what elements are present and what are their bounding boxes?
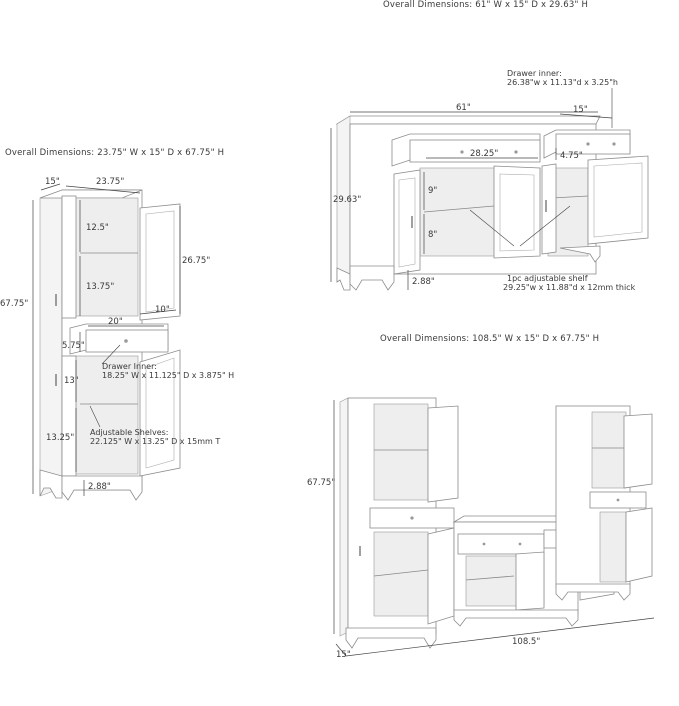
pantry-shelves-title: Adjustable Shelves:: [90, 428, 169, 437]
sideboard-shelf-leader-2: [519, 205, 571, 247]
set-depth-label: 15": [336, 650, 351, 660]
sideboard-right-drawer-front: [555, 133, 631, 155]
pantry-cabinet: Overall Dimensions: 23.75" W x 15" D x 6…: [0, 148, 234, 501]
set-middle-door: [515, 551, 545, 611]
sideboard-shelf-leader-1: [469, 209, 515, 247]
sideboard-left-drawer-front: [409, 139, 541, 163]
pantry-drawer-inner-title: Drawer Inner:: [102, 362, 157, 371]
sideboard-knob-icon: [460, 150, 464, 154]
set-knob-icon: [410, 516, 414, 520]
set-left-upper-door: [427, 405, 459, 503]
pantry-door-width-label: 10": [155, 305, 170, 315]
pantry-door-height-label: 26.75": [182, 256, 210, 266]
sideboard-door-3: [541, 163, 557, 255]
entertainment-set: Overall Dimensions: 108.5" W x 15" D x 6…: [307, 334, 655, 660]
pantry-upper-interior: [67, 197, 139, 317]
sideboard-knob-icon: [612, 142, 616, 146]
pantry-upper-shelf-label: 12.5": [86, 223, 109, 233]
set-left-lower-shelf: [373, 569, 429, 577]
sideboard-upper-label: 9": [428, 186, 437, 196]
pantry-drawer-height-label: 5.75": [62, 341, 85, 351]
sideboard-overall-dimensions: Overall Dimensions: 61" W x 15" D x 29.6…: [383, 0, 588, 10]
sideboard-knob-icon: [514, 150, 518, 154]
pantry-shelves-value: 22.125" W x 13.25" D x 15mm T: [90, 437, 220, 446]
sideboard-drawer-inner-title: Drawer inner:: [507, 69, 562, 78]
set-left-lower-interior: [373, 531, 429, 617]
pantry-upper-door-panel: [145, 210, 175, 313]
sideboard-base: [349, 265, 395, 291]
set-right-upper-door: [623, 413, 653, 489]
set-left-upper-interior: [373, 403, 429, 501]
sideboard-door-4: [587, 155, 649, 245]
set-width-line: [345, 617, 655, 657]
sideboard-foot-label: 2.88": [412, 277, 435, 287]
set-middle-shelf: [465, 575, 515, 581]
pantry-drawer-inner-leader: [101, 344, 121, 365]
sideboard-shelf-value: 29.25"w x 11.88"d x 12mm thick: [503, 283, 636, 292]
pantry-shelves-leader: [89, 405, 101, 428]
sideboard-height-label: 29.63": [333, 195, 361, 205]
set-width-label: 108.5": [512, 637, 540, 647]
set-knob-icon: [518, 542, 522, 546]
pantry-depth-label: 15": [45, 177, 60, 187]
sideboard-cabinet: 61" 15" 29.63" 28.25" 4.75" 9" 8" 2.88" …: [330, 69, 649, 292]
set-depth-line: [335, 643, 347, 657]
pantry-overall-dimensions: Overall Dimensions: 23.75" W x 15" D x 6…: [5, 148, 224, 158]
sideboard-door-2-panel: [499, 173, 535, 252]
pantry-height-label: 67.75": [0, 299, 28, 309]
pantry-lower-height-label: 13.25": [46, 433, 74, 443]
pantry-lower-gap-label: 13": [64, 376, 79, 386]
set-right-upper-interior: [591, 411, 627, 489]
pantry-lower-interior: [67, 355, 139, 475]
sideboard-door-4-panel: [593, 162, 643, 238]
pantry-lower-right-door: [139, 349, 181, 477]
set-knob-icon: [616, 498, 620, 502]
pantry-drawer-inner-value: 18.25" W x 11.125" D x 3.875" H: [102, 371, 234, 380]
set-right-base: [555, 583, 631, 601]
set-middle-base: [453, 609, 579, 627]
sideboard-drawer-inner-value: 26.38"w x 11.13"d x 3.25"h: [507, 78, 618, 87]
set-overall-dimensions: Overall Dimensions: 108.5" W x 15" D x 6…: [380, 334, 599, 344]
sideboard-door-1: [393, 169, 421, 275]
pantry-lower-door-panel: [145, 357, 175, 469]
pantry-base: [61, 475, 143, 501]
set-height-label: 67.75": [307, 478, 335, 488]
set-knob-icon: [482, 542, 486, 546]
set-right-lower-interior: [599, 511, 627, 583]
sideboard-top: [335, 115, 601, 125]
pantry-door-width-line: [139, 309, 177, 315]
pantry-upper-left-door: [61, 195, 77, 319]
sideboard-knob-icon: [586, 142, 590, 146]
set-middle-drawer-left: [457, 533, 545, 555]
sideboard-depth-label: 15": [573, 105, 588, 115]
sideboard-right-shelf: [551, 195, 589, 199]
set-left-lower-door: [427, 527, 455, 625]
pantry-foot-label: 2.88": [88, 482, 111, 492]
sideboard-lower-label: 8": [428, 230, 437, 240]
sideboard-door-2: [493, 165, 541, 259]
sideboard-depth-line: [559, 113, 613, 119]
pantry-depth-line: [40, 183, 61, 191]
sideboard-door-1-panel: [398, 177, 416, 268]
pantry-width-line: [65, 185, 141, 194]
sideboard-right-foot: [559, 245, 601, 263]
sideboard-shelf: [423, 205, 495, 213]
sideboard-drawer-height-label: 4.75": [560, 151, 583, 161]
sideboard-shelf-title: 1pc adjustable shelf: [507, 274, 588, 283]
sideboard-width-label: 61": [456, 103, 471, 113]
pantry-lower-left-door: [61, 355, 77, 477]
pantry-drawer-width-label: 20": [108, 317, 123, 327]
pantry-width-label: 23.75": [96, 177, 124, 187]
pantry-upper-right-door: [139, 203, 181, 321]
set-left-base: [345, 627, 437, 649]
pantry-side-panel: [39, 189, 63, 497]
pantry-mid-shelf-label: 13.75": [86, 282, 114, 292]
set-right-lower-door: [625, 507, 653, 583]
set-left-tower-side: [339, 397, 349, 637]
pantry-drawer-knob-icon: [124, 339, 128, 343]
sideboard-drawer-width-label: 28.25": [470, 149, 498, 159]
